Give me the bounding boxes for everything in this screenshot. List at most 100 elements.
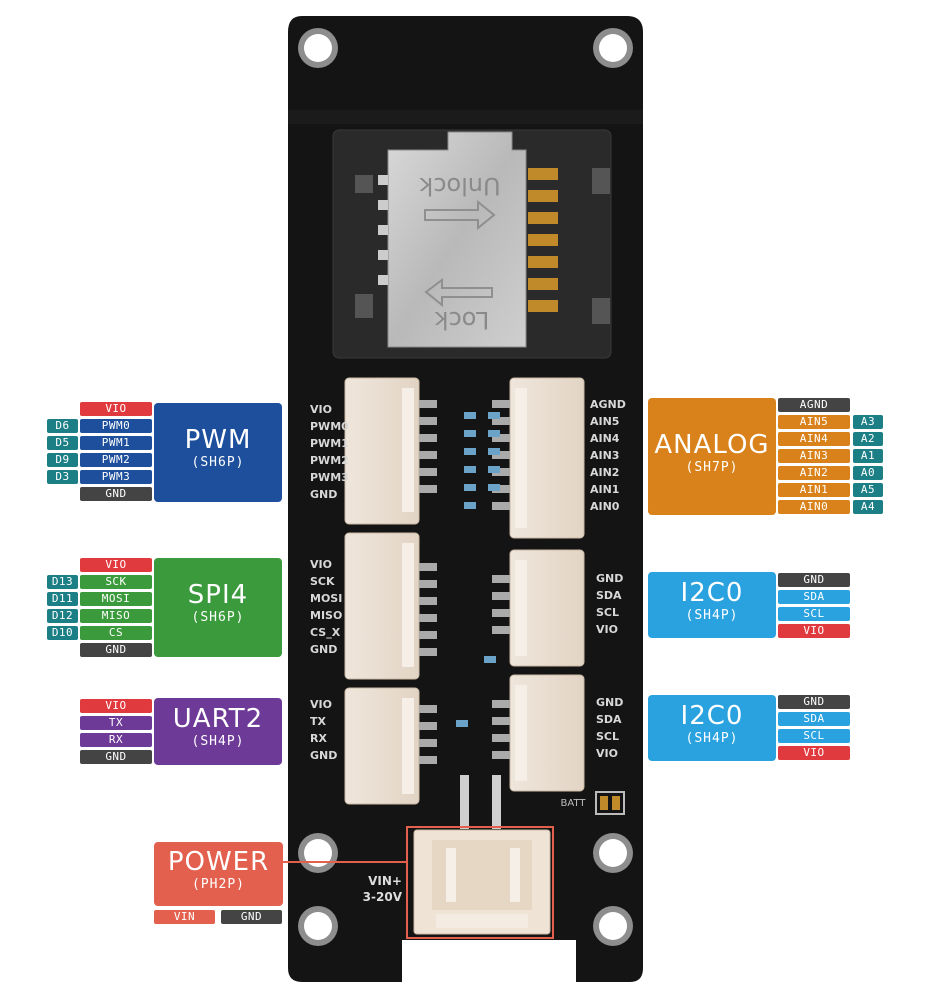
analog-pin-ain0: AIN0 (778, 500, 850, 514)
microsd-card-slot: Unlock Lock (332, 129, 612, 359)
spi-pin-gnd: GND (80, 643, 152, 657)
analog-block: ANALOG (SH7P) (648, 398, 776, 515)
vin-label: VIN+ (368, 874, 402, 888)
pwm-pin-pwm1: PWM1 (80, 436, 152, 450)
silkscreen-labels: VIOPWM0PWM1PWM2PWM3GNDVIOSCKMOSIMISOCS_X… (310, 398, 626, 762)
i2c-top-pin-gnd: GND (778, 573, 850, 587)
mounting-hole (298, 833, 338, 873)
power-highlight-box (406, 826, 554, 939)
mounting-hole (593, 833, 633, 873)
spi-pin-miso: MISO (80, 609, 152, 623)
analog-alias-a2: A2 (853, 432, 883, 446)
analog-alias-a3: A3 (853, 415, 883, 429)
connector-i2c-top (492, 549, 585, 667)
spi-subtitle: (SH6P) (191, 610, 245, 625)
i2c-bottom-pin-sda: SDA (778, 712, 850, 726)
silk-analog-label: AGND (590, 398, 626, 411)
board-top-band (288, 110, 643, 124)
silk-spi-label: MOSI (310, 592, 342, 605)
uart-pin-tx: TX (80, 716, 152, 730)
silk-i2c-bottom-label: VIO (596, 747, 618, 760)
i2c-top-block: I2C0 (SH4P) (648, 572, 776, 638)
silk-i2c-top-label: GND (596, 572, 623, 585)
i2c-top-pin-scl: SCL (778, 607, 850, 621)
analog-pin-ain2: AIN2 (778, 466, 850, 480)
silk-pwm-label: PWM0 (310, 420, 349, 433)
silk-spi-label: SCK (310, 575, 335, 588)
connector-i2c-bottom (492, 674, 585, 792)
spi-alias-d10: D10 (47, 626, 78, 640)
uart-pin-rx: RX (80, 733, 152, 747)
analog-alias-a0: A0 (853, 466, 883, 480)
connector-analog (492, 377, 585, 539)
lock-label: Lock (435, 306, 490, 334)
i2c-top-title: I2C0 (680, 578, 744, 608)
battery-pad: BATT (561, 791, 625, 815)
spi-alias-d12: D12 (47, 609, 78, 623)
connector-power (413, 775, 551, 935)
pwm-pin-pwm0: PWM0 (80, 419, 152, 433)
i2c-bottom-subtitle: (SH4P) (685, 731, 739, 746)
analog-alias-a4: A4 (853, 500, 883, 514)
analog-pin-ain3: AIN3 (778, 449, 850, 463)
silk-analog-label: AIN3 (590, 449, 619, 462)
power-subtitle: (PH2P) (192, 877, 245, 892)
silk-i2c-bottom-label: SCL (596, 730, 619, 743)
silk-uart-label: RX (310, 732, 327, 745)
silk-uart-label: TX (310, 715, 327, 728)
spi-pin-sck: SCK (80, 575, 152, 589)
power-pin-gnd: GND (221, 910, 282, 924)
silk-spi-label: MISO (310, 609, 342, 622)
silk-pwm-label: GND (310, 488, 337, 501)
spi-title: SPI4 (187, 580, 249, 610)
analog-pin-ain5: AIN5 (778, 415, 850, 429)
spi-alias-d13: D13 (47, 575, 78, 589)
pwm-alias-d6: D6 (47, 419, 78, 433)
pwm-pin-gnd: GND (80, 487, 152, 501)
power-pin-vin: VIN (154, 910, 215, 924)
batt-label: BATT (561, 798, 587, 809)
spi-pin-mosi: MOSI (80, 592, 152, 606)
silk-i2c-bottom-label: SDA (596, 713, 622, 726)
pwm-pin-vio: VIO (80, 402, 152, 416)
pwm-alias-d9: D9 (47, 453, 78, 467)
silk-spi-label: GND (310, 643, 337, 656)
silk-analog-label: AIN0 (590, 500, 620, 513)
silk-spi-label: VIO (310, 558, 332, 571)
silk-analog-label: AIN2 (590, 466, 619, 479)
i2c-bottom-pin-vio: VIO (778, 746, 850, 760)
unlock-label: Unlock (419, 172, 500, 200)
silk-analog-label: AIN4 (590, 432, 620, 445)
mounting-hole (593, 28, 633, 68)
analog-alias-a1: A1 (853, 449, 883, 463)
silk-i2c-top-label: SDA (596, 589, 622, 602)
analog-subtitle: (SH7P) (685, 460, 739, 475)
analog-pin-ain1: AIN1 (778, 483, 850, 497)
i2c-top-pin-vio: VIO (778, 624, 850, 638)
silk-spi-label: CS_X (310, 626, 341, 639)
analog-alias-a5: A5 (853, 483, 883, 497)
silk-pwm-label: PWM3 (310, 471, 349, 484)
spi-alias-d11: D11 (47, 592, 78, 606)
i2c-bottom-block: I2C0 (SH4P) (648, 695, 776, 761)
connector-spi (344, 532, 437, 680)
power-title: POWER (167, 847, 270, 877)
silk-analog-label: AIN1 (590, 483, 619, 496)
vin-range-label: 3-20V (363, 890, 403, 904)
smd-components (456, 412, 500, 727)
i2c-top-subtitle: (SH4P) (685, 608, 739, 623)
silk-analog-label: AIN5 (590, 415, 619, 428)
pwm-pin-pwm2: PWM2 (80, 453, 152, 467)
pwm-block: PWM (SH6P) (154, 403, 282, 502)
mounting-hole (298, 28, 338, 68)
pwm-subtitle: (SH6P) (191, 455, 245, 470)
i2c-bottom-pin-scl: SCL (778, 729, 850, 743)
connector-pwm (344, 377, 437, 525)
silk-pwm-label: PWM1 (310, 437, 349, 450)
i2c-top-pin-sda: SDA (778, 590, 850, 604)
mounting-hole (298, 906, 338, 946)
spi-pin-vio: VIO (80, 558, 152, 572)
uart-block: UART2 (SH4P) (154, 698, 282, 765)
